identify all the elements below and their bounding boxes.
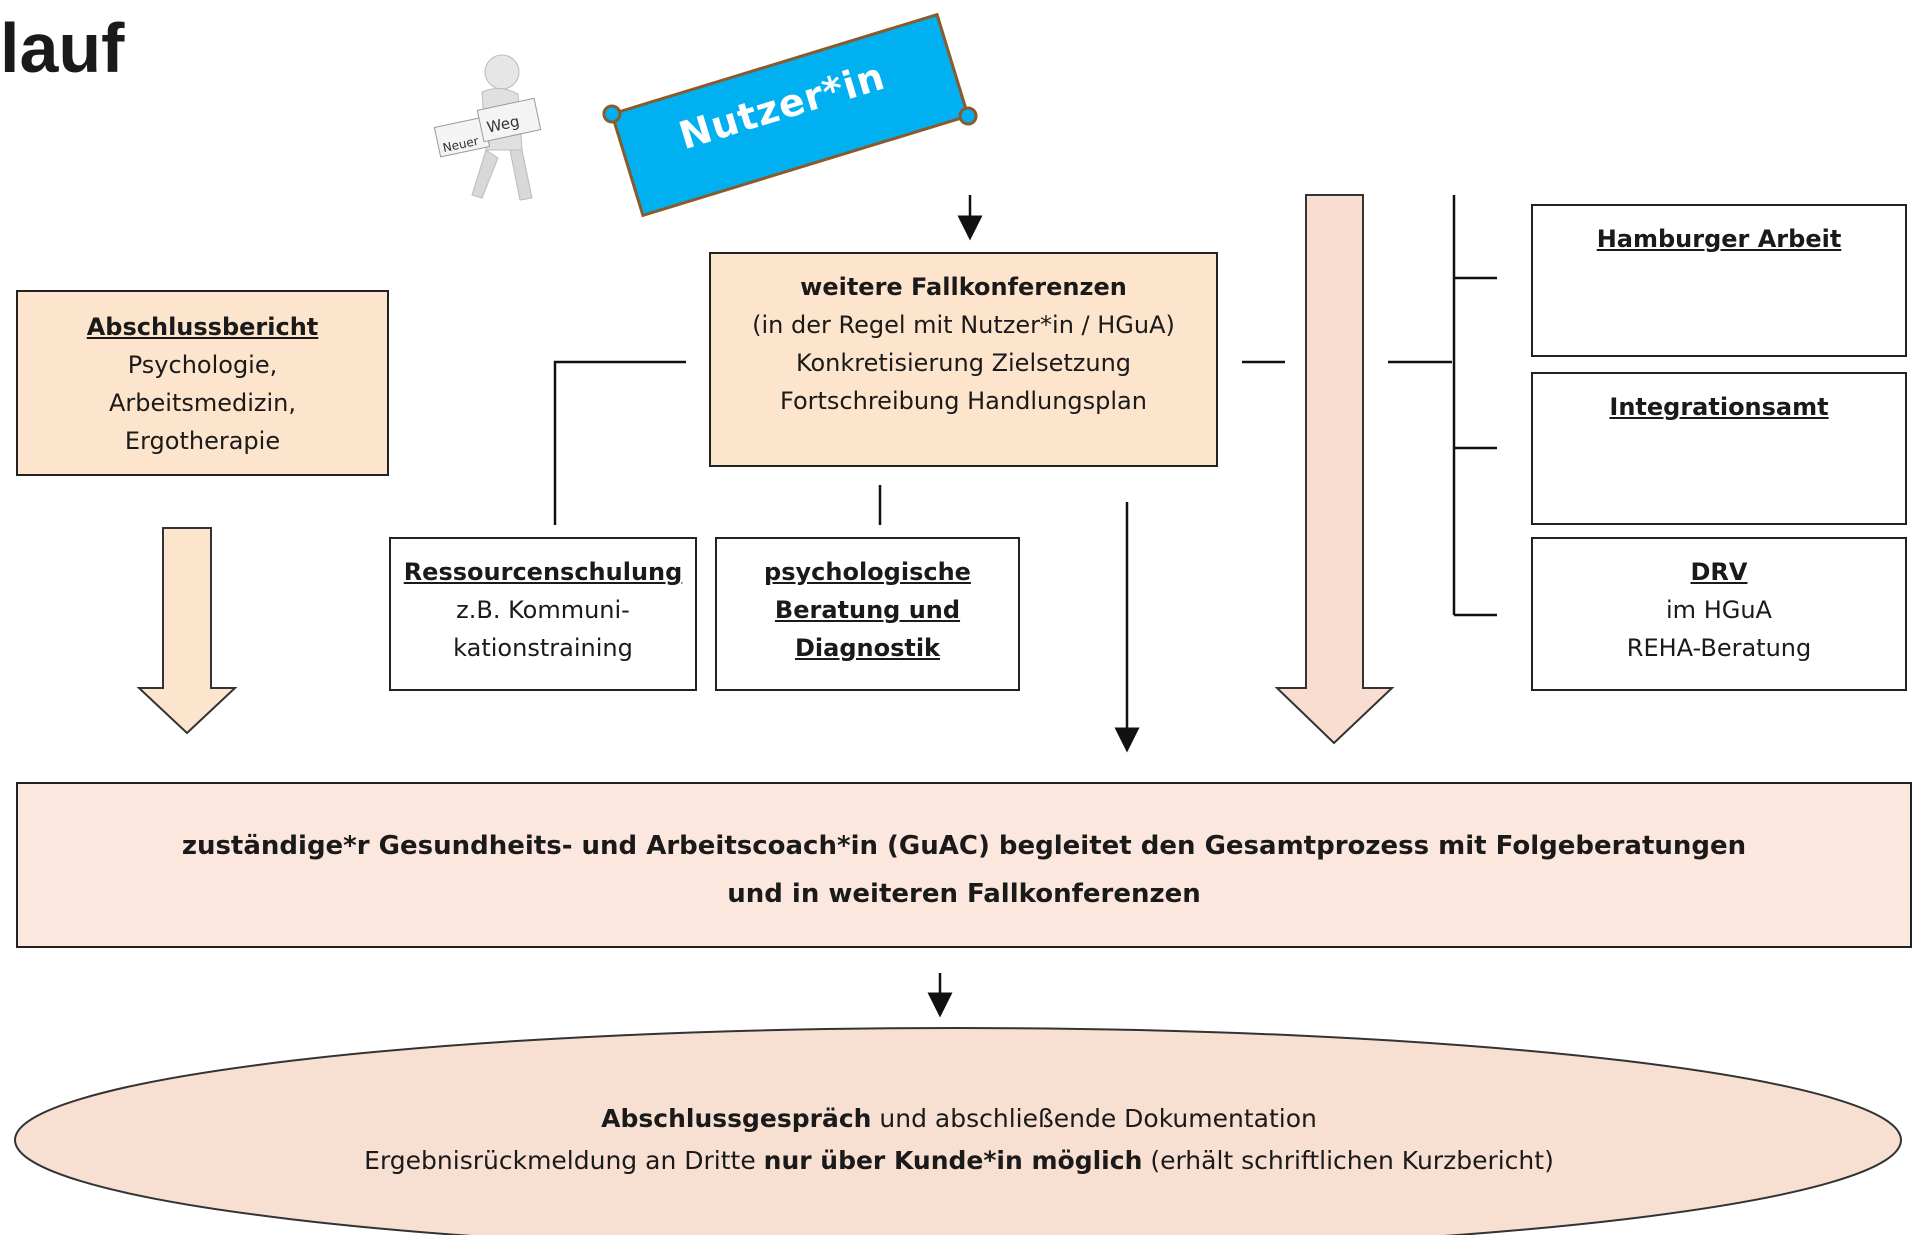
hamburger-heading: Hamburger Arbeit [1596,225,1842,253]
box-psychologische-beratung: psychologische Beratung und Diagnostik [715,537,1020,691]
integration-heading: Integrationsamt [1609,393,1829,421]
drv-line: im HGuA [1666,596,1772,624]
abschlussbericht-heading: Abschlussbericht [86,313,319,341]
fallkonferenzen-line: (in der Regel mit Nutzer*in / HGuA) [752,311,1175,339]
box-fallkonferenzen: weitere Fallkonferenzen (in der Regel mi… [709,252,1218,467]
fallkonferenzen-line: Konkretisierung Zielsetzung [795,349,1132,377]
fallkonferenzen-line: Fortschreibung Handlungsplan [780,387,1147,415]
box-guac: zuständige*r Gesundheits- und Arbeitscoa… [16,782,1912,948]
figure-with-sign-icon: Neuer Weg [433,54,542,201]
box-integrationsamt: Integrationsamt [1531,372,1907,525]
box-hamburger-arbeit: Hamburger Arbeit [1531,204,1907,357]
box-abschlussbericht: Abschlussbericht Psychologie, Arbeitsmed… [16,290,389,476]
ressourcen-heading: Ressourcenschulung [403,558,683,586]
abschluss-bold: Abschlussgespräch [601,1104,872,1133]
guac-line: und in weiteren Fallkonferenzen [727,879,1201,909]
box-drv: DRV im HGuA REHA-Beratung [1531,537,1907,691]
abschluss-pre: Ergebnisrückmeldung an Dritte [364,1146,764,1175]
fallkonferenzen-heading: weitere Fallkonferenzen [800,273,1127,301]
ressourcen-line: kationstraining [453,634,633,662]
ressourcen-line: z.B. Kommuni- [456,596,630,624]
block-arrow-left [136,527,238,735]
abschluss-ellipse [14,1027,1902,1235]
drv-line: REHA-Beratung [1626,634,1812,662]
abschluss-rest: und abschließende Dokumentation [871,1104,1317,1133]
block-arrow-right [1274,194,1395,745]
abschluss-line-2: Ergebnisrückmeldung an Dritte nur über K… [200,1140,1718,1182]
box-ressourcenschulung: Ressourcenschulung z.B. Kommuni- kations… [389,537,697,691]
drv-heading: DRV [1690,558,1748,586]
psych-heading: Beratung und [774,596,961,624]
abschluss-line-1: Abschlussgespräch und abschließende Doku… [200,1098,1718,1140]
guac-line: zuständige*r Gesundheits- und Arbeitscoa… [181,831,1747,861]
abschluss-post: (erhält schriftlichen Kurzbericht) [1142,1146,1554,1175]
abschlussbericht-line: Psychologie, [127,351,278,379]
psych-heading: Diagnostik [794,634,941,662]
abschluss-text: Abschlussgespräch und abschließende Doku… [200,1098,1718,1182]
abschluss-bold-2: nur über Kunde*in möglich [763,1146,1143,1175]
connector-fall-to-ressourcen [553,360,686,525]
psych-heading: psychologische [764,558,971,586]
nutzer-banner [602,12,978,218]
abschlussbericht-line: Arbeitsmedizin, [108,389,297,417]
page-title: lauf [0,9,125,87]
abschlussbericht-line: Ergotherapie [124,427,281,455]
